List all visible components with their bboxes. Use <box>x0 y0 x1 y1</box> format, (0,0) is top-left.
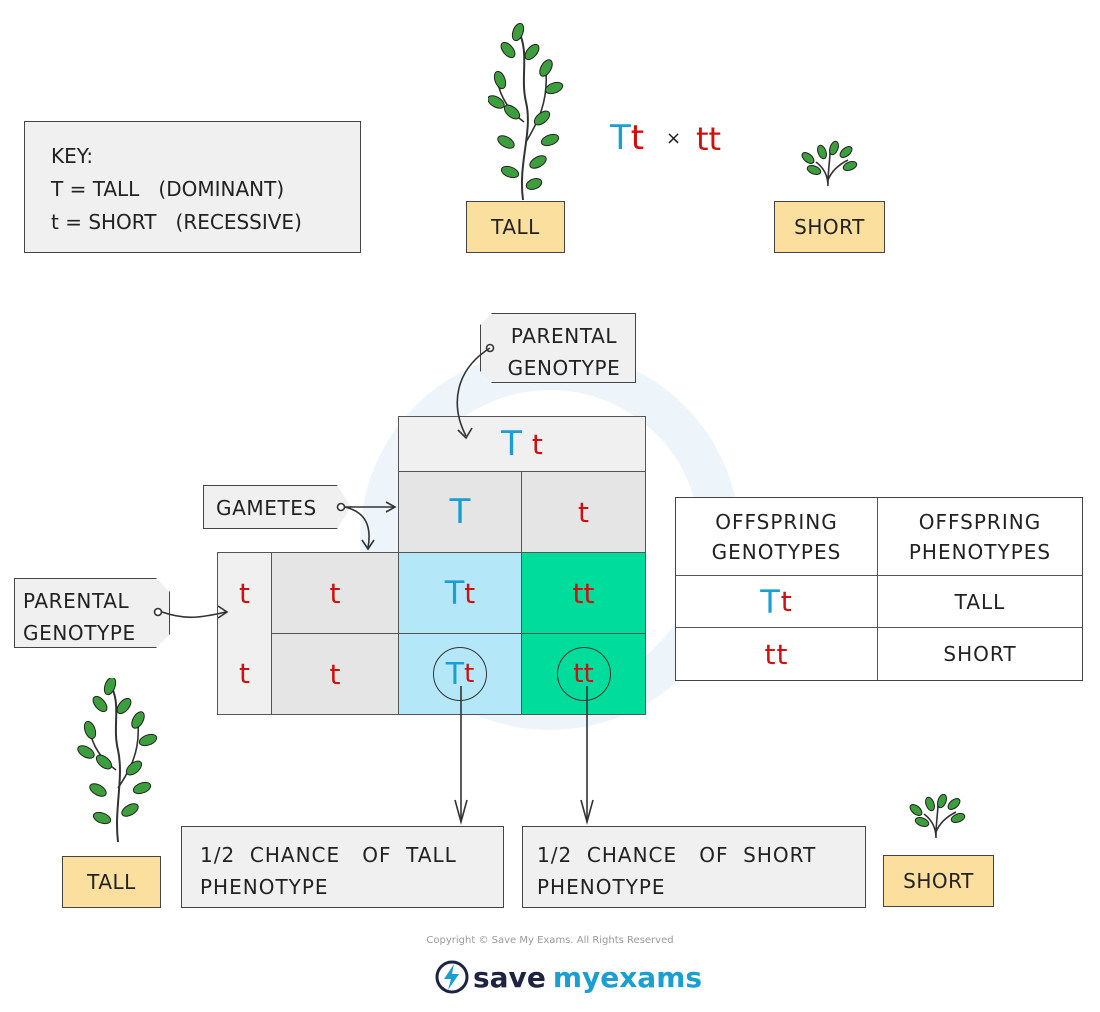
row2-genotype: tt <box>676 628 878 680</box>
cross-times: × <box>666 128 682 149</box>
key-short-line: t = SHORT (RECESSIVE) <box>51 210 302 234</box>
parental-genotype-left-tag: PARENTAL GENOTYPE <box>14 578 170 648</box>
brand-exams: exams <box>600 960 703 994</box>
top-genotype-t: t <box>531 427 543 461</box>
parental-genotype-top-tag: PARENTAL GENOTYPE <box>480 313 636 383</box>
left-genotype-t2: t <box>239 657 250 691</box>
cross-parent2: tt <box>696 120 722 158</box>
short-plant-icon <box>801 140 858 187</box>
tall-outcome-text: 1/2 CHANCE OF TALL PHENOTYPE <box>200 843 465 899</box>
header-phenotypes: OFFSPRING PHENOTYPES <box>878 498 1082 576</box>
tall-outcome-box: 1/2 CHANCE OF TALL PHENOTYPE <box>181 826 504 908</box>
offspring-cell-1-2: tt <box>521 552 646 634</box>
tall-label-top: TALL <box>466 201 565 253</box>
gamete-top-t: t <box>521 471 646 553</box>
tall-plant-icon <box>488 22 564 201</box>
copyright-text: Copyright © Save My Exams. All Rights Re… <box>426 935 674 946</box>
gametes-text: GAMETES <box>216 496 317 520</box>
row1-genotype-T: T <box>760 582 781 621</box>
cell22-circled: tt <box>556 647 611 701</box>
row2-phenotype: SHORT <box>943 642 1017 666</box>
cross-parent1: Tt <box>610 118 644 158</box>
cross-parent1-T: T <box>610 118 631 158</box>
cross-parent1-t: t <box>630 118 645 158</box>
header-genotypes: OFFSPRING GENOTYPES <box>676 498 878 576</box>
tall-label-bottom: TALL <box>62 856 161 908</box>
row1-phenotype: TALL <box>878 576 1082 628</box>
parental-genotype-left-text: PARENTAL GENOTYPE <box>23 589 136 645</box>
brand-save: save <box>473 960 546 994</box>
gamete-left-2: t <box>271 633 399 715</box>
gamete-left-1: t <box>271 552 399 634</box>
short-outcome-box: 1/2 CHANCE OF SHORT PHENOTYPE <box>522 826 866 908</box>
cell11-T: T <box>444 574 465 612</box>
cell11-t: t <box>464 576 476 610</box>
parental-genotype-top-text: PARENTAL GENOTYPE <box>507 324 621 380</box>
cell21-T: T <box>445 656 465 692</box>
offspring-cell-2-2: tt <box>521 633 646 715</box>
key-title: KEY: <box>51 144 94 168</box>
gametes-tag: GAMETES <box>203 485 351 529</box>
row1-genotype-t: t <box>780 585 793 618</box>
short-outcome-text: 1/2 CHANCE OF SHORT PHENOTYPE <box>537 843 824 899</box>
cell21-t: t <box>464 659 475 689</box>
short-label-top: SHORT <box>774 201 885 253</box>
short-label-bottom: SHORT <box>883 855 994 907</box>
left-genotype-t1: t <box>239 576 250 610</box>
top-genotype-T: T <box>501 424 522 464</box>
gamete-top-T: T <box>398 471 522 553</box>
short-plant-bottom-icon <box>909 794 966 839</box>
offspring-table: OFFSPRING GENOTYPES OFFSPRING PHENOTYPES… <box>675 497 1083 681</box>
lightning-logo-icon <box>435 960 469 994</box>
punnett-left-genotype: t t <box>217 552 272 715</box>
tall-plant-bottom-icon <box>77 678 158 843</box>
brand-my: my <box>552 960 601 994</box>
key-tall-line: T = TALL (DOMINANT) <box>51 177 285 201</box>
key-box: KEY: T = TALL (DOMINANT) t = SHORT (RECE… <box>24 121 361 253</box>
